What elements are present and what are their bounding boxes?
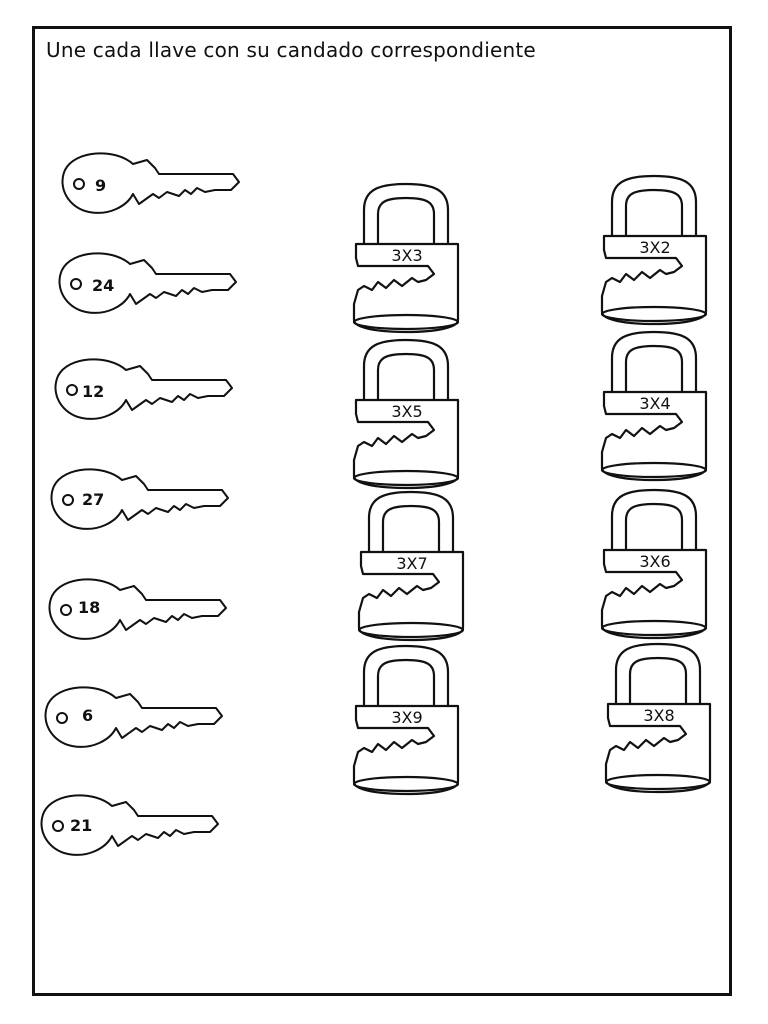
key-icon bbox=[48, 578, 227, 640]
padlock-label: 3X7 bbox=[396, 554, 428, 573]
padlock-label: 3X4 bbox=[639, 394, 671, 413]
key-icon bbox=[50, 468, 229, 530]
key-item[interactable]: 18 bbox=[42, 572, 242, 652]
key-item[interactable]: 12 bbox=[48, 352, 248, 432]
padlock-item[interactable]: 3X5 bbox=[350, 338, 470, 490]
key-number: 18 bbox=[78, 598, 101, 617]
padlock-label: 3X8 bbox=[643, 706, 675, 725]
padlock-item[interactable]: 3X8 bbox=[602, 642, 722, 794]
key-number: 21 bbox=[70, 816, 93, 835]
padlock-item[interactable]: 3X2 bbox=[598, 174, 718, 326]
padlock-label: 3X9 bbox=[391, 708, 423, 727]
key-number: 24 bbox=[92, 276, 115, 295]
key-item[interactable]: 6 bbox=[38, 680, 238, 760]
key-icon bbox=[54, 358, 233, 420]
padlock-item[interactable]: 3X6 bbox=[598, 488, 718, 640]
padlock-item[interactable]: 3X7 bbox=[355, 490, 475, 642]
padlock-label: 3X3 bbox=[391, 246, 423, 265]
key-icon bbox=[40, 794, 219, 856]
padlock-label: 3X6 bbox=[639, 552, 671, 571]
padlock-item[interactable]: 3X4 bbox=[598, 330, 718, 482]
key-number: 9 bbox=[95, 176, 107, 195]
key-icon bbox=[61, 152, 240, 214]
padlock-label: 3X5 bbox=[391, 402, 423, 421]
key-icon bbox=[58, 252, 237, 314]
key-number: 12 bbox=[82, 382, 105, 401]
key-item[interactable]: 27 bbox=[44, 462, 244, 542]
padlock-item[interactable]: 3X9 bbox=[350, 644, 470, 796]
key-icon bbox=[44, 686, 223, 748]
padlock-label: 3X2 bbox=[639, 238, 671, 257]
key-item[interactable]: 9 bbox=[55, 146, 255, 226]
padlock-item[interactable]: 3X3 bbox=[350, 182, 470, 334]
key-number: 6 bbox=[82, 706, 94, 725]
key-number: 27 bbox=[82, 490, 105, 509]
key-item[interactable]: 24 bbox=[52, 246, 252, 326]
instruction-text: Une cada llave con su candado correspond… bbox=[46, 38, 536, 62]
key-item[interactable]: 21 bbox=[34, 788, 234, 868]
